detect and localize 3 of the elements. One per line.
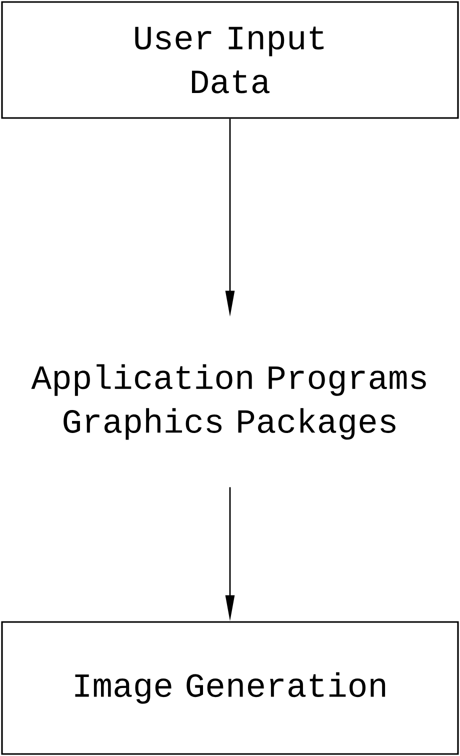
process-box: User Input Data [1, 1, 459, 119]
text-label: Application Programs Graphics Packages [31, 364, 426, 440]
process-box: Image Generation [1, 621, 459, 755]
